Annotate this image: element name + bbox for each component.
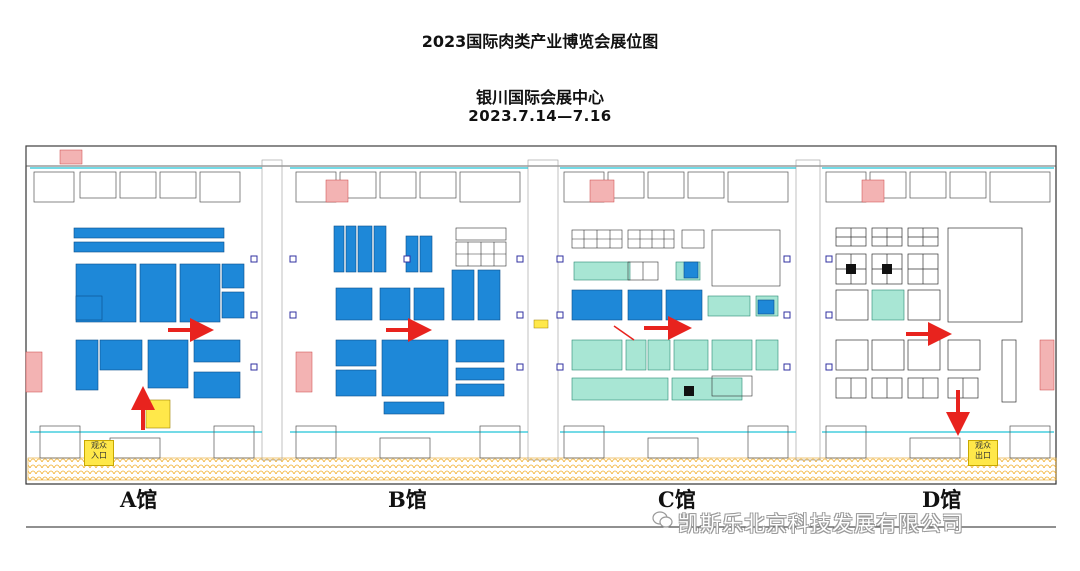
exhibition-dates: 2023.7.14—7.16 xyxy=(468,107,612,125)
wall-columns xyxy=(30,167,1054,433)
audience-exit: 观众出口 xyxy=(968,440,998,466)
flow-arrows xyxy=(131,316,970,436)
hall-b-booths xyxy=(333,225,505,415)
hall-c-teal-booths xyxy=(571,261,779,401)
arrow-hall-c-pointer xyxy=(613,325,635,341)
hall-label-d: D馆 xyxy=(922,487,962,512)
hall-d-teal-booth xyxy=(871,289,905,321)
hall-c-black-booth xyxy=(684,386,694,396)
hall-label-b: B馆 xyxy=(388,487,427,512)
pillar-markers xyxy=(250,255,833,371)
map-title: 2023国际肉类产业博览会展位图 xyxy=(421,32,659,51)
hall-label-a: A馆 xyxy=(120,487,158,512)
venue-name: 银川国际会展中心 xyxy=(475,88,604,107)
hall-a-booths xyxy=(73,227,245,399)
wechat-icon xyxy=(652,511,673,528)
hall-label-c: C馆 xyxy=(658,487,696,512)
hall-d-grid-booths xyxy=(835,227,1023,403)
hall-b-grid-booths xyxy=(455,227,507,267)
entrance-canopy xyxy=(27,457,1057,481)
staircases xyxy=(25,149,1055,393)
hall-c-grid-booths xyxy=(571,229,781,397)
hall-a-yellow-booth xyxy=(145,399,171,429)
hall-d-black-booths xyxy=(846,264,892,274)
watermark-text: 凯斯乐北京科技发展有限公司 xyxy=(678,512,964,536)
corridors xyxy=(261,159,821,461)
top-service-strip xyxy=(25,145,1057,167)
hall-c-blue-booths xyxy=(571,261,775,321)
audience-entrance: 观众入口 xyxy=(84,440,114,466)
central-info-desk xyxy=(533,319,549,329)
service-rooms xyxy=(33,171,1051,459)
